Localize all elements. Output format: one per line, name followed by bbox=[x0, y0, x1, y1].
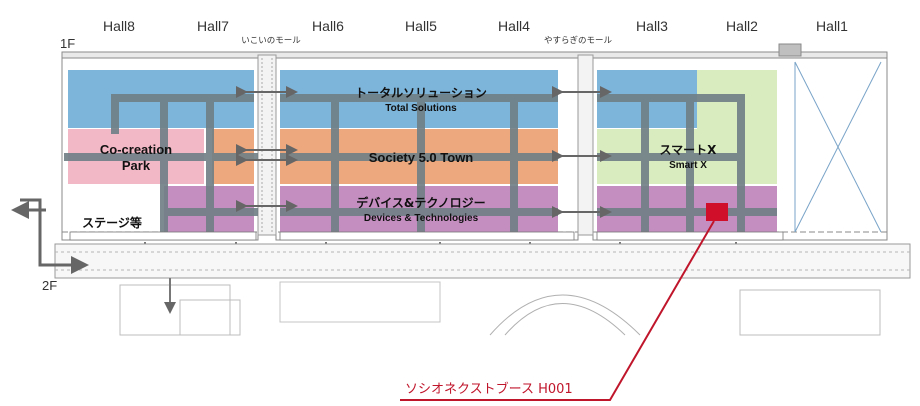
concourse-2f bbox=[11, 198, 911, 336]
booth-rows bbox=[69, 231, 784, 241]
zone-label-total-en: Total Solutions bbox=[385, 103, 457, 114]
zone-labels: トータルソリューション Total Solutions Society 5.0 … bbox=[82, 86, 717, 230]
zone-label-smart-en: Smart X bbox=[669, 160, 707, 171]
aisle-grid bbox=[64, 94, 777, 236]
hall-label-1: Hall1 bbox=[816, 18, 848, 34]
hall-label-6: Hall6 bbox=[312, 18, 344, 34]
booth-label: ソシオネクストブース H001 bbox=[405, 381, 573, 397]
zone-label-total-jp: トータルソリューション bbox=[355, 86, 487, 100]
hall-label-2: Hall2 bbox=[726, 18, 758, 34]
hall-label-4: Hall4 bbox=[498, 18, 530, 34]
booth-leader-line bbox=[400, 220, 715, 401]
corridor-label-east: やすらぎのモール bbox=[544, 35, 613, 46]
zone-label-stage: ステージ等 bbox=[82, 215, 142, 230]
hall-label-5: Hall5 bbox=[405, 18, 437, 34]
passage-arrows bbox=[236, 86, 612, 218]
zone-label-society: Society 5.0 Town bbox=[369, 150, 474, 165]
floor-label-1f: 1F bbox=[60, 36, 75, 51]
hall-label-7: Hall7 bbox=[197, 18, 229, 34]
hall-labels: Hall8 Hall7 Hall6 Hall5 Hall4 Hall3 Hall… bbox=[103, 18, 848, 34]
zone-label-smart-jp: スマートX bbox=[660, 143, 718, 157]
booth-callout: ソシオネクストブース H001 bbox=[400, 203, 728, 401]
hall-label-3: Hall3 bbox=[636, 18, 668, 34]
zone-label-cocreation-1: Co-creation bbox=[100, 142, 172, 157]
floor-label-2f: 2F bbox=[42, 278, 57, 293]
zone-label-cocreation-2: Park bbox=[122, 158, 151, 173]
corridor-label-west: いこいのモール bbox=[241, 36, 301, 46]
hall-label-8: Hall8 bbox=[103, 18, 135, 34]
zone-label-devices-en: Devices & Technologies bbox=[364, 213, 479, 224]
zone-label-devices-jp: デバイス&テクノロジー bbox=[356, 195, 485, 210]
hall1-unused-mark bbox=[794, 61, 882, 233]
booth-marker[interactable] bbox=[706, 203, 728, 221]
